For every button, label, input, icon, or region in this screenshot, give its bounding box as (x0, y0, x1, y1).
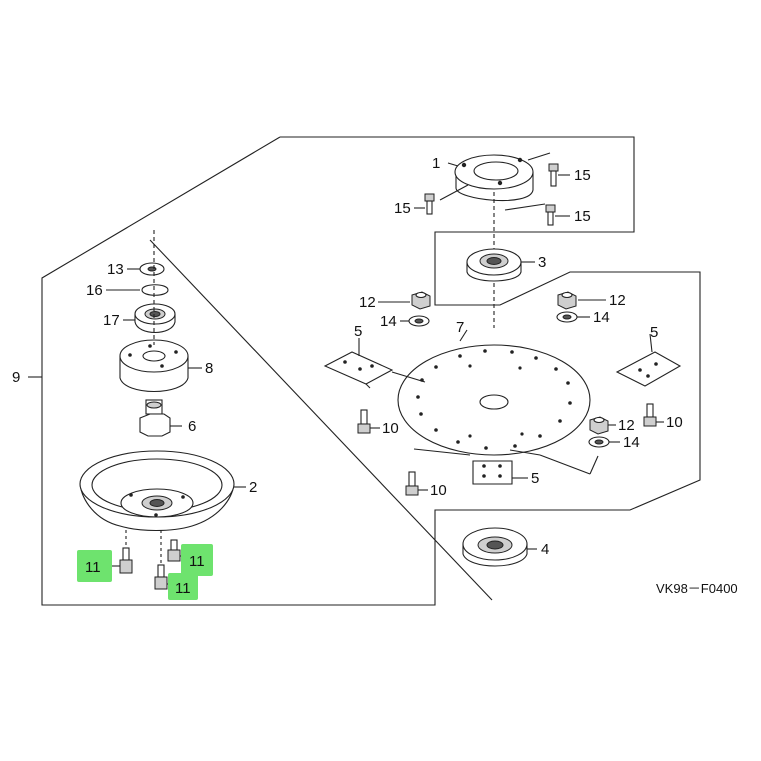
callout-3: 3 (538, 254, 546, 271)
callout-12-right: 12 (609, 292, 626, 309)
part-8-hub (119, 230, 202, 393)
assembly-9-frame (41, 136, 701, 606)
callout-12-bottom: 12 (618, 417, 635, 434)
part-3-bearing (466, 248, 535, 282)
callout-5-left: 5 (354, 323, 362, 340)
part-2-dish (79, 450, 246, 531)
callout-14-bottom: 14 (623, 434, 640, 451)
callout-labels: 1 2 3 4 5 5 5 6 7 8 9 10 10 10 11 11 11 … (12, 155, 683, 597)
diagram-code: VK98－F0400 (656, 581, 738, 596)
part-1-cover (439, 152, 551, 328)
callout-14-right: 14 (593, 309, 610, 326)
callout-6: 6 (188, 418, 196, 435)
callout-12-left: 12 (359, 294, 376, 311)
part-13-washer (127, 262, 165, 276)
callout-5-right: 5 (650, 324, 658, 341)
part-11-bolts (111, 530, 190, 590)
highlight-box (181, 544, 213, 576)
callout-10-right: 10 (666, 414, 683, 431)
part-4-bearing (462, 527, 537, 567)
callout-8: 8 (205, 360, 213, 377)
part-12-nuts (378, 291, 616, 435)
callout-9: 9 (12, 369, 20, 386)
blade-leader-lines (413, 448, 599, 475)
callout-16: 16 (86, 282, 103, 299)
callout-10-bottom: 10 (430, 482, 447, 499)
callout-11-bottom: 11 (175, 580, 191, 597)
callout-4: 4 (541, 541, 549, 558)
part-6-nut (139, 399, 182, 437)
part-10-bolts (357, 403, 664, 496)
part-16-circlip (106, 284, 169, 296)
part-14-washers (400, 311, 620, 448)
highlight-box (77, 550, 112, 582)
callout-15-bottom: 15 (574, 208, 591, 225)
part-7-disc (397, 329, 591, 456)
callout-15-left: 15 (394, 200, 411, 217)
highlight-box (168, 573, 198, 600)
callout-15-top: 15 (574, 167, 591, 184)
callout-7: 7 (456, 319, 464, 336)
callout-10-left: 10 (382, 420, 399, 437)
callout-14-left: 14 (380, 313, 397, 330)
disc-group-diagonal (149, 239, 493, 601)
callout-11-right: 11 (189, 553, 205, 570)
part-17-bearing (123, 303, 176, 334)
callout-11-left: 11 (85, 559, 101, 576)
part-11-highlights (77, 544, 213, 600)
callout-17: 17 (103, 312, 120, 329)
part-15-screws (414, 163, 570, 226)
callout-1: 1 (432, 155, 440, 172)
callout-2: 2 (249, 479, 257, 496)
callout-13: 13 (107, 261, 124, 278)
part-5-blades (323, 333, 682, 485)
callout-5-bottom: 5 (531, 470, 539, 487)
